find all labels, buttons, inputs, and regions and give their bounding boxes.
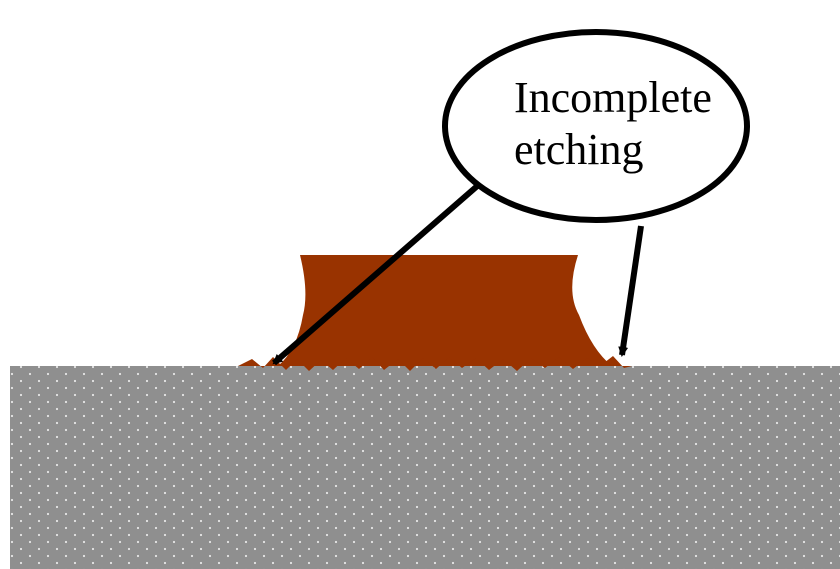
callout-text-line-1: Incomplete [514, 73, 712, 122]
callout-text-line-2: etching [514, 125, 644, 174]
callout-bubble [442, 29, 750, 223]
incomplete-etch-residue [238, 356, 632, 371]
left-arrow [272, 178, 485, 366]
right-arrow [618, 225, 644, 357]
substrate-layer [10, 366, 840, 569]
etched-film-layer [278, 255, 612, 366]
